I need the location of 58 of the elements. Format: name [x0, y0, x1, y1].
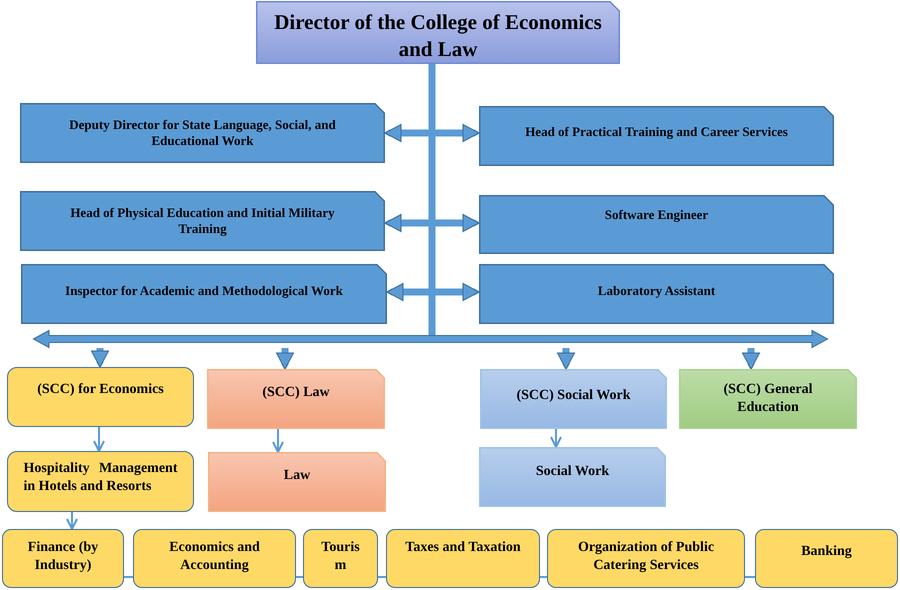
arrow	[66, 512, 78, 530]
box-label: Director of the College of Economics and Law	[273, 9, 603, 62]
box-label: (SCC) General Education	[722, 381, 814, 417]
box-label: Head of Practical Training and Career Services	[525, 124, 788, 140]
department-box	[207, 369, 385, 429]
box-label: Touris m	[320, 538, 361, 574]
double-arrow	[384, 124, 480, 142]
block-arrow	[276, 348, 294, 370]
block-arrow	[557, 348, 575, 370]
box-label: Finance (by Industry)	[26, 538, 100, 574]
box-label: Head of Physical Education and Initial Military Training	[69, 204, 336, 238]
box-label: Law	[284, 467, 310, 485]
trunk-line	[428, 64, 436, 336]
box-label: Hospitality Management in Hotels and Resorts	[24, 460, 178, 496]
department-box	[480, 369, 667, 429]
block-arrow	[742, 348, 760, 370]
double-arrow	[384, 214, 480, 232]
program-box	[208, 452, 386, 512]
position-box	[479, 264, 834, 324]
box-label: Organization of Public Catering Services	[576, 538, 716, 574]
program-box	[755, 529, 898, 588]
box-label: Inspector for Academic and Methodological Work	[65, 282, 343, 300]
distribution-bar	[33, 330, 828, 348]
arrow	[550, 429, 562, 448]
program-box	[479, 447, 666, 507]
arrow	[93, 427, 105, 452]
box-label: Laboratory Assistant	[598, 282, 716, 300]
box-label: Software Engineer	[604, 207, 708, 224]
position-box	[20, 103, 385, 163]
box-label: (SCC) for Economics	[37, 381, 164, 399]
program-box	[547, 529, 745, 588]
program-box	[7, 451, 194, 512]
box-label: (SCC) Social Work	[516, 387, 631, 405]
connector-line	[378, 576, 386, 578]
box-label: Banking	[801, 542, 852, 560]
box-label: Taxes and Taxation	[405, 538, 521, 556]
top-position-box	[256, 1, 620, 64]
connector-line	[540, 576, 547, 578]
double-arrow	[386, 283, 480, 301]
position-box	[21, 264, 387, 324]
program-box	[2, 529, 124, 588]
position-box	[20, 191, 385, 251]
department-box	[679, 369, 857, 429]
program-box	[133, 529, 296, 588]
block-arrow	[91, 348, 109, 368]
connector-line	[296, 576, 303, 578]
position-box	[479, 106, 834, 166]
connector-line	[745, 576, 755, 578]
position-box	[479, 195, 834, 254]
department-box	[7, 367, 194, 427]
box-label: Economics and Accounting	[168, 538, 261, 574]
connector-line	[124, 576, 133, 578]
arrow	[272, 429, 284, 453]
program-box	[386, 529, 540, 588]
box-label: (SCC) Law	[262, 384, 330, 402]
box-label: Social Work	[536, 463, 610, 481]
program-box	[303, 529, 378, 588]
box-label: Deputy Director for State Language, Social, and Educational Work	[68, 116, 337, 150]
